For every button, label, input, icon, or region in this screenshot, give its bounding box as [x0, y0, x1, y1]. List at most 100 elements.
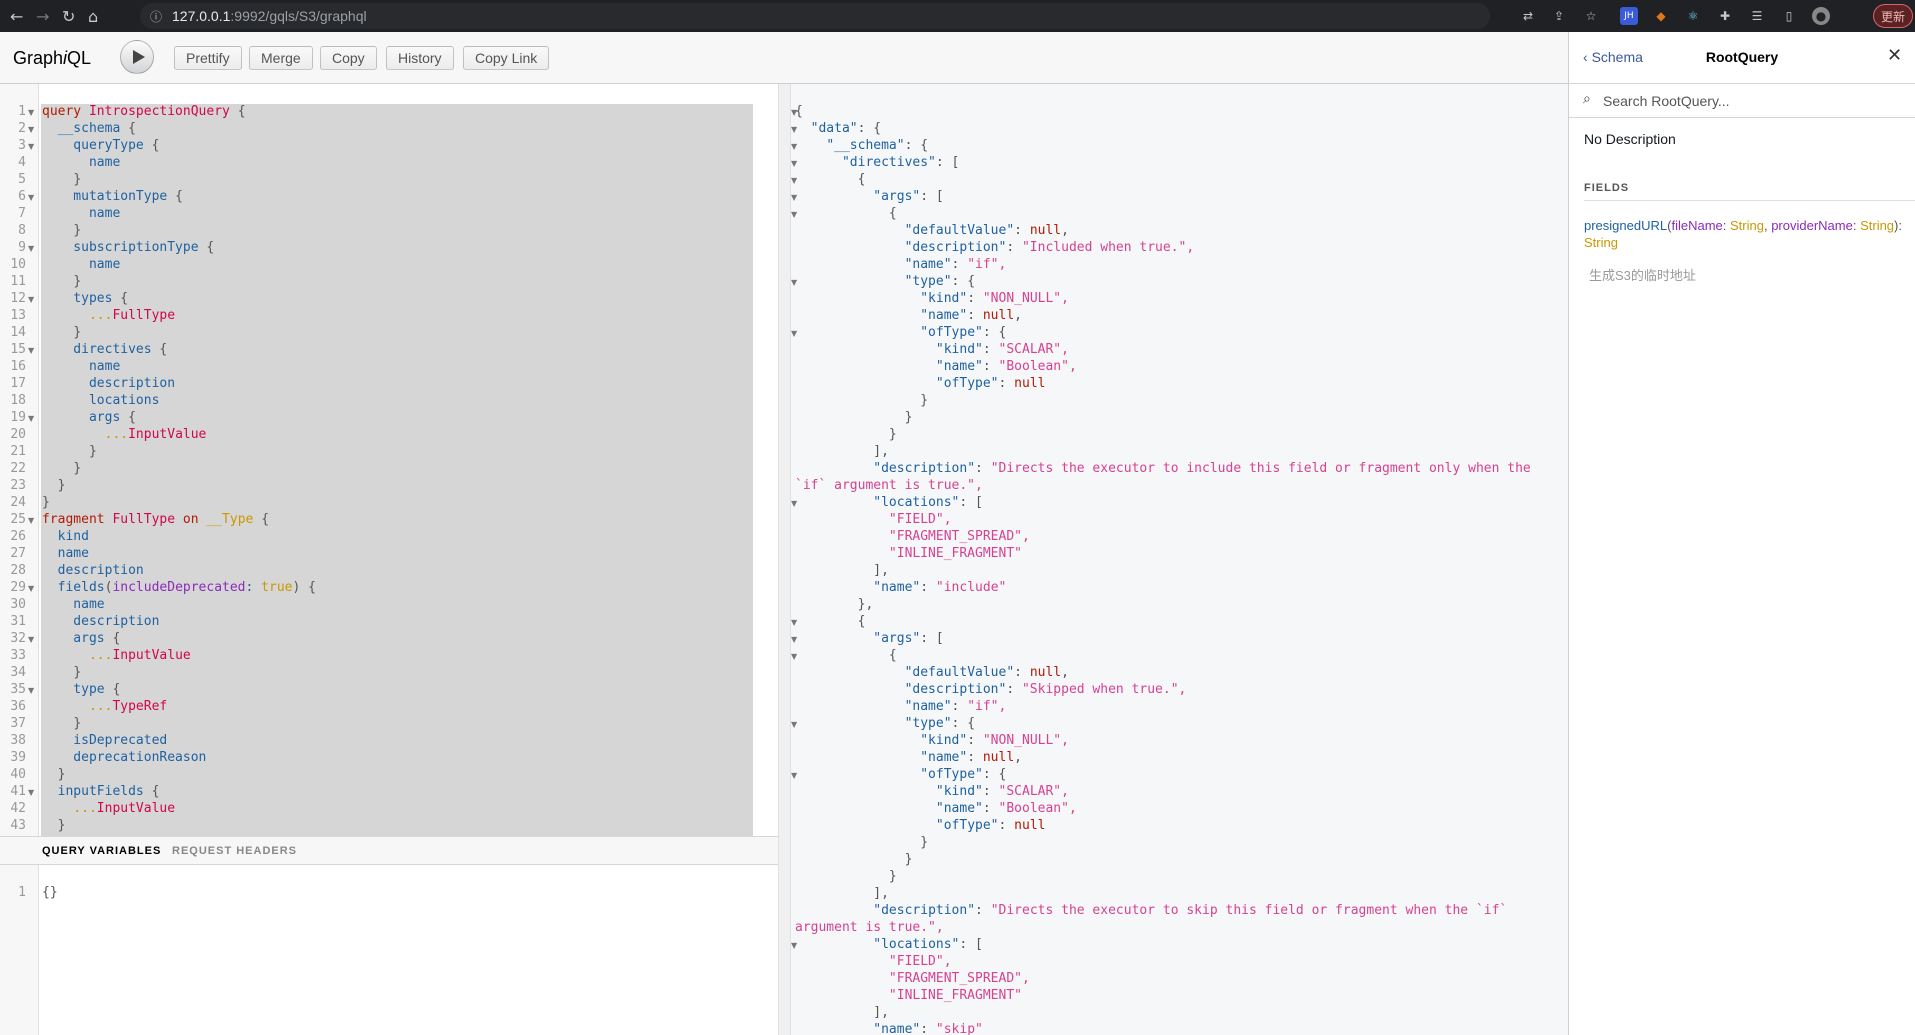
result-line: "type": {	[904, 274, 976, 289]
fold-arrow-icon[interactable]: ▼	[791, 499, 798, 508]
line-number: 17	[10, 376, 26, 391]
fold-arrow-icon[interactable]: ▼	[791, 193, 798, 202]
line-number: 22	[10, 461, 26, 476]
fold-arrow-icon[interactable]: ▼	[28, 414, 35, 423]
result-viewer[interactable]: ▼{▼ "data": {▼ "__schema": {▼ "directive…	[791, 84, 1568, 1035]
share-icon[interactable]: ⇪	[1553, 9, 1565, 23]
docs-search-input[interactable]	[1603, 91, 1903, 111]
tab-query-variables[interactable]: QUERY VARIABLES	[42, 845, 162, 857]
copy-link-button[interactable]: Copy Link	[463, 46, 550, 70]
forward-arrow-icon[interactable]: →	[36, 7, 50, 26]
result-line: "name": "skip"	[873, 1022, 983, 1035]
return-type-link[interactable]: String	[1584, 235, 1618, 250]
line-number: 31	[10, 614, 26, 629]
arg-type-link[interactable]: String	[1860, 218, 1895, 233]
result-line: "directives": [	[841, 155, 960, 170]
address-bar[interactable]: ⓘ 127.0.0.1:9992/gqls/S3/graphql	[140, 3, 1490, 29]
result-line: }	[795, 393, 929, 408]
side-panel-icon[interactable]: ▯	[1785, 9, 1793, 23]
translate-icon[interactable]: ⇄	[1522, 9, 1534, 23]
back-to-schema-link[interactable]: ‹ Schema	[1583, 49, 1643, 65]
fold-arrow-icon[interactable]: ▼	[28, 193, 35, 202]
fold-arrow-icon[interactable]: ▼	[28, 516, 35, 525]
fold-arrow-icon[interactable]: ▼	[791, 278, 798, 287]
fold-arrow-icon[interactable]: ▼	[28, 584, 35, 593]
line-number: 9	[18, 240, 26, 255]
line-number-gutter	[0, 84, 39, 836]
code-line: args {	[42, 631, 121, 646]
line-number: 18	[10, 393, 26, 408]
bookmark-star-icon[interactable]: ☆	[1585, 9, 1597, 23]
field-description: 生成S3的临时地址	[1589, 268, 1696, 283]
back-arrow-icon[interactable]: ←	[10, 7, 24, 26]
fold-arrow-icon[interactable]: ▼	[791, 771, 798, 780]
extensions-puzzle-icon[interactable]: ✚	[1719, 9, 1731, 23]
result-line: ],	[795, 886, 889, 901]
fold-arrow-icon[interactable]: ▼	[791, 618, 798, 627]
line-number: 6	[18, 189, 26, 204]
arg-type-link[interactable]: String	[1729, 218, 1764, 233]
variables-gutter	[0, 865, 39, 1035]
code-line: ...TypeRef	[88, 699, 168, 714]
fold-arrow-icon[interactable]: ▼	[28, 142, 35, 151]
fold-arrow-icon[interactable]: ▼	[28, 244, 35, 253]
result-line: }	[795, 852, 913, 867]
fold-arrow-icon[interactable]: ▼	[791, 142, 798, 151]
react-devtools-icon[interactable]: ⚛	[1687, 9, 1699, 23]
reload-icon[interactable]: ↻	[62, 7, 76, 26]
reading-list-icon[interactable]: ☰	[1751, 9, 1763, 23]
fold-arrow-icon[interactable]: ▼	[28, 635, 35, 644]
fold-arrow-icon[interactable]: ▼	[791, 159, 798, 168]
browser-update-button[interactable]: 更新 ⋮	[1873, 4, 1913, 48]
profile-avatar[interactable]: ●	[1812, 7, 1830, 25]
variables-editor[interactable]: 1 {}	[0, 865, 778, 1035]
copy-button[interactable]: Copy	[320, 46, 377, 70]
fold-arrow-icon[interactable]: ▼	[791, 652, 798, 661]
metamask-icon[interactable]: ◆	[1656, 9, 1666, 23]
code-line: name	[42, 155, 121, 170]
fold-arrow-icon[interactable]: ▼	[28, 108, 35, 117]
execute-query-button[interactable]	[120, 40, 154, 74]
fold-arrow-icon[interactable]: ▼	[28, 295, 35, 304]
code-line: }	[57, 767, 66, 782]
fold-arrow-icon[interactable]: ▼	[791, 720, 798, 729]
close-icon[interactable]: ✕	[1887, 45, 1903, 65]
code-line: name	[42, 597, 105, 612]
site-info-icon[interactable]: ⓘ	[150, 10, 163, 24]
fold-arrow-icon[interactable]: ▼	[28, 788, 35, 797]
type-description: No Description	[1584, 131, 1676, 147]
arg-name: providerName	[1771, 218, 1853, 233]
merge-button[interactable]: Merge	[249, 46, 313, 70]
fold-arrow-icon[interactable]: ▼	[28, 686, 35, 695]
tab-request-headers[interactable]: REQUEST HEADERS	[172, 845, 298, 857]
field-name-link[interactable]: presignedURL	[1584, 218, 1668, 233]
code-line: description	[42, 614, 160, 629]
pane-resize-handle[interactable]	[778, 84, 791, 1035]
jh-extension-icon[interactable]: JH	[1620, 7, 1638, 25]
text-selection	[41, 104, 753, 836]
result-line: ],	[795, 444, 889, 459]
fold-arrow-icon[interactable]: ▼	[791, 125, 798, 134]
fold-arrow-icon[interactable]: ▼	[791, 210, 798, 219]
code-line: name	[42, 546, 89, 561]
fold-arrow-icon[interactable]: ▼	[791, 941, 798, 950]
line-number: 12	[10, 291, 26, 306]
history-button[interactable]: History	[386, 46, 454, 70]
fold-arrow-icon[interactable]: ▼	[791, 329, 798, 338]
code-line: inputFields {	[42, 784, 160, 799]
line-number: 13	[10, 308, 26, 323]
fold-arrow-icon[interactable]: ▼	[791, 176, 798, 185]
fold-arrow-icon[interactable]: ▼	[791, 108, 798, 117]
result-line: "FIELD",	[795, 954, 952, 969]
code-line: locations	[42, 393, 160, 408]
query-editor[interactable]: 1▼query IntrospectionQuery {2▼ __schema …	[0, 84, 778, 836]
result-line: }	[795, 410, 913, 425]
fold-arrow-icon[interactable]: ▼	[791, 635, 798, 644]
line-number: 1	[18, 885, 26, 900]
fold-arrow-icon[interactable]: ▼	[28, 125, 35, 134]
prettify-button[interactable]: Prettify	[174, 46, 242, 70]
home-icon[interactable]: ⌂	[88, 7, 99, 26]
line-number: 25	[10, 512, 26, 527]
fold-arrow-icon[interactable]: ▼	[28, 346, 35, 355]
divider	[1584, 200, 1915, 201]
